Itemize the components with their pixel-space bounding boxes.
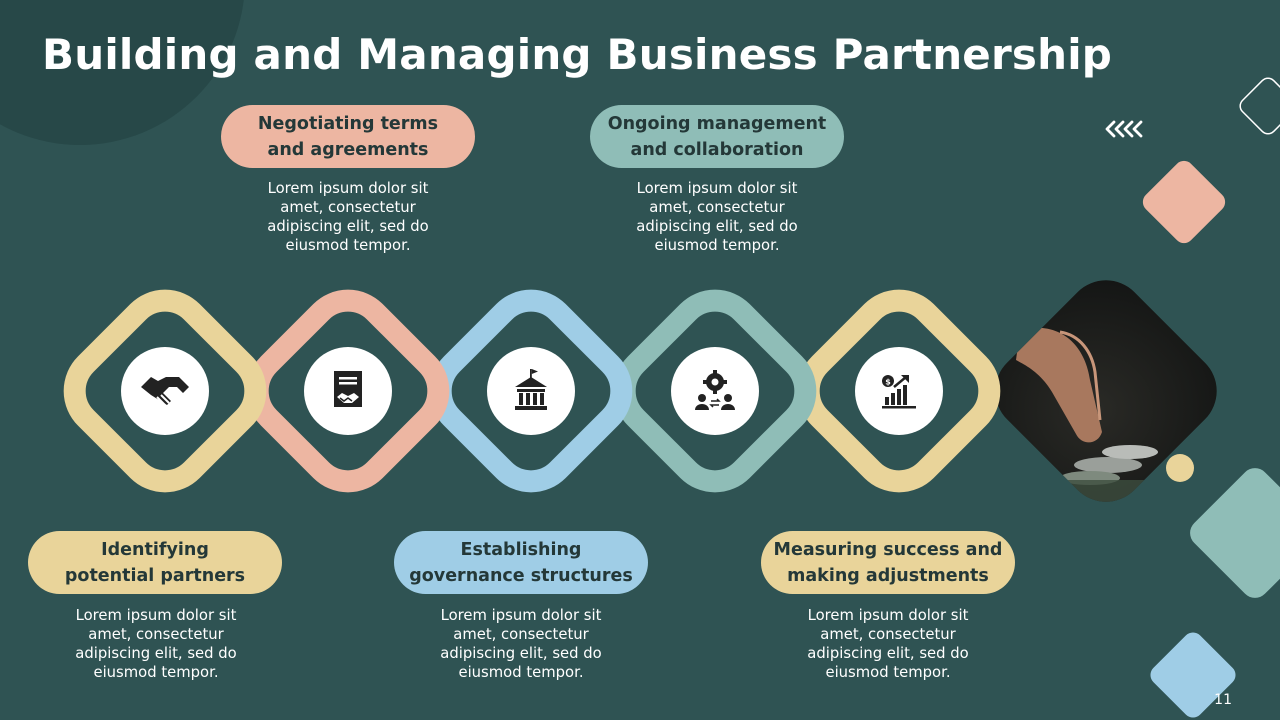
step-3-title-line-2: governance structures [409, 565, 633, 586]
desc-line: adipiscing elit, sed do [267, 218, 429, 235]
step-1-diamond-ring [63, 289, 267, 493]
step-2-diamond-ring [246, 289, 450, 493]
step-4-description: Lorem ipsum dolor sit amet, consectetur ad… [607, 179, 827, 255]
desc-line: amet, consectetur [649, 199, 785, 216]
desc-line: eiusmod tempor. [458, 664, 584, 681]
step-4-title-line-1: Ongoing management [607, 113, 827, 134]
handshake-icon [121, 347, 209, 435]
step-1-title-line-2: potential partners [64, 565, 246, 586]
desc-line: amet, consectetur [453, 626, 589, 643]
step-2-description: Lorem ipsum dolor sit amet, consectetur ad… [238, 179, 458, 255]
desc-line: Lorem ipsum dolor sit [807, 607, 969, 624]
desc-line: eiusmod tempor. [654, 237, 780, 254]
desc-line: adipiscing elit, sed do [807, 645, 969, 662]
step-4-diamond-ring [613, 289, 817, 493]
bg-circle-topleft [0, 0, 244, 145]
desc-line: amet, consectetur [820, 626, 956, 643]
peach-diamond [1142, 160, 1226, 244]
step-2-title-line-1: Negotiating terms [257, 113, 439, 134]
step-4-title: Ongoing management and collaboration [590, 105, 844, 168]
step-5-title: Measuring success and making adjustments [761, 531, 1015, 594]
desc-line: adipiscing elit, sed do [75, 645, 237, 662]
yellow-dot [1166, 454, 1194, 482]
desc-line: Lorem ipsum dolor sit [75, 607, 237, 624]
team-gear-icon [671, 347, 759, 435]
desc-line: adipiscing elit, sed do [440, 645, 602, 662]
outline-diamond [1239, 77, 1280, 135]
step-3-title: Establishing governance structures [394, 531, 648, 594]
step-3-icon-circle [487, 347, 575, 435]
growth-chart-icon: $ [855, 347, 943, 435]
step-5-description: Lorem ipsum dolor sit amet, consectetur ad… [778, 606, 998, 682]
step-5-icon-circle: $ [855, 347, 943, 435]
step-3-diamond-ring [429, 289, 633, 493]
desc-line: Lorem ipsum dolor sit [636, 180, 798, 197]
step-5-title-line-1: Measuring success and [773, 539, 1003, 560]
desc-line: adipiscing elit, sed do [636, 218, 798, 235]
step-1-icon-circle [121, 347, 209, 435]
desc-line: Lorem ipsum dolor sit [267, 180, 429, 197]
step-1-title: Identifying potential partners [28, 531, 282, 594]
page-number: 11 [1214, 692, 1232, 708]
chevrons-left-icon [1105, 120, 1143, 138]
step-2-title-line-2: and agreements [267, 139, 429, 160]
desc-line: Lorem ipsum dolor sit [440, 607, 602, 624]
desc-line: eiusmod tempor. [93, 664, 219, 681]
slide-title: Building and Managing Business Partnersh… [42, 30, 1113, 79]
contract-handshake-icon [304, 347, 392, 435]
step-4-title-line-2: and collaboration [630, 139, 804, 160]
step-2-icon-circle [304, 347, 392, 435]
step-5-diamond-ring [797, 289, 1001, 493]
blue-diamond [1150, 632, 1236, 718]
step-3-title-line-1: Establishing [460, 539, 582, 560]
step-2-title: Negotiating terms and agreements [221, 105, 475, 168]
svg-text:$: $ [885, 378, 891, 387]
step-5-title-line-2: making adjustments [787, 565, 989, 586]
step-1-description: Lorem ipsum dolor sit amet, consectetur ad… [46, 606, 266, 682]
desc-line: eiusmod tempor. [285, 237, 411, 254]
desc-line: amet, consectetur [88, 626, 224, 643]
government-building-icon [487, 347, 575, 435]
step-4-icon-circle [671, 347, 759, 435]
step-3-description: Lorem ipsum dolor sit amet, consectetur ad… [411, 606, 631, 682]
desc-line: amet, consectetur [280, 199, 416, 216]
desc-line: eiusmod tempor. [825, 664, 951, 681]
teal-diamond [1190, 468, 1280, 598]
step-1-title-line-1: Identifying [101, 539, 209, 560]
